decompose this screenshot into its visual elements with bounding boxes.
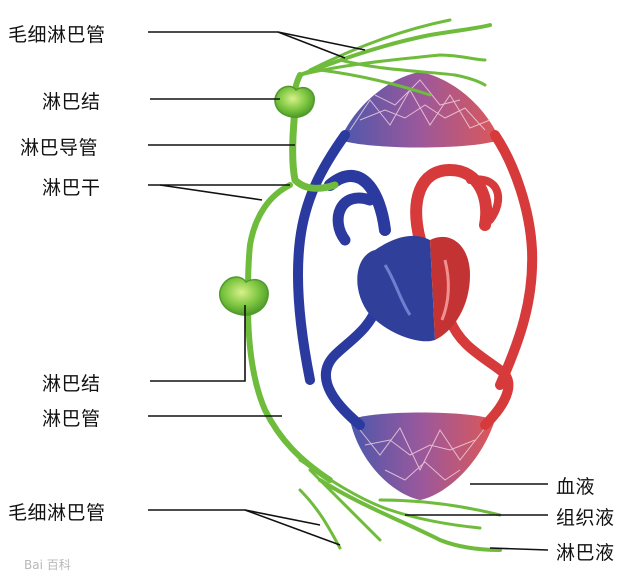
- vein-to-heart: [324, 169, 391, 236]
- heart: [357, 235, 470, 342]
- lymph-vessel: [245, 302, 333, 483]
- lower-capillary-bed: [350, 412, 495, 500]
- label-lymph-capillary-top: 毛细淋巴管: [8, 24, 106, 46]
- upper-capillary-bed: [340, 72, 500, 148]
- label-lymph-duct: 淋巴导管: [20, 137, 99, 159]
- artery-upper: [490, 130, 538, 390]
- artery-branch: [466, 175, 503, 224]
- label-lymph-capillary-bottom: 毛细淋巴管: [8, 502, 106, 524]
- label-lymph-node-top: 淋巴结: [42, 91, 101, 113]
- leader-trunk-2: [159, 184, 263, 201]
- lymph-system: [245, 18, 502, 552]
- lymph-duct: [289, 106, 339, 192]
- leader-lines: [148, 31, 549, 551]
- artery-lower: [445, 315, 514, 430]
- label-lymph-vessel: 淋巴管: [42, 408, 101, 430]
- heart-left-side: [430, 236, 470, 340]
- label-lymph-fluid: 淋巴液: [556, 542, 615, 564]
- lymph-trunk: [245, 182, 293, 293]
- top-lymph-capillaries: [298, 23, 492, 77]
- vein-lower: [320, 295, 385, 430]
- lower-capillary-mesh: [359, 427, 486, 481]
- vein-return: [332, 192, 376, 246]
- lymph-node-top: [274, 85, 315, 118]
- leader-node-mid: [150, 305, 246, 382]
- label-tissue-fluid: 组织液: [556, 507, 615, 529]
- watermark: Bai 百科: [24, 558, 71, 572]
- upper-capillary-mesh: [349, 79, 491, 131]
- label-blood: 血液: [556, 476, 596, 498]
- lymph-node-mid: [218, 276, 269, 316]
- leader-cap-top-2: [277, 31, 366, 51]
- blood-circuit: [293, 72, 538, 500]
- label-lymph-trunk: 淋巴干: [42, 177, 101, 199]
- leader-lymph: [489, 547, 549, 551]
- leader-cap-bottom-1: [148, 509, 341, 546]
- leader-cap-bottom-2: [244, 509, 321, 526]
- leader-cap-top: [148, 31, 346, 59]
- aorta-arch: [410, 163, 493, 246]
- label-lymph-node-mid: 淋巴结: [42, 373, 101, 395]
- bottom-lymph-capillaries: [298, 458, 482, 530]
- vein-upper: [293, 130, 350, 385]
